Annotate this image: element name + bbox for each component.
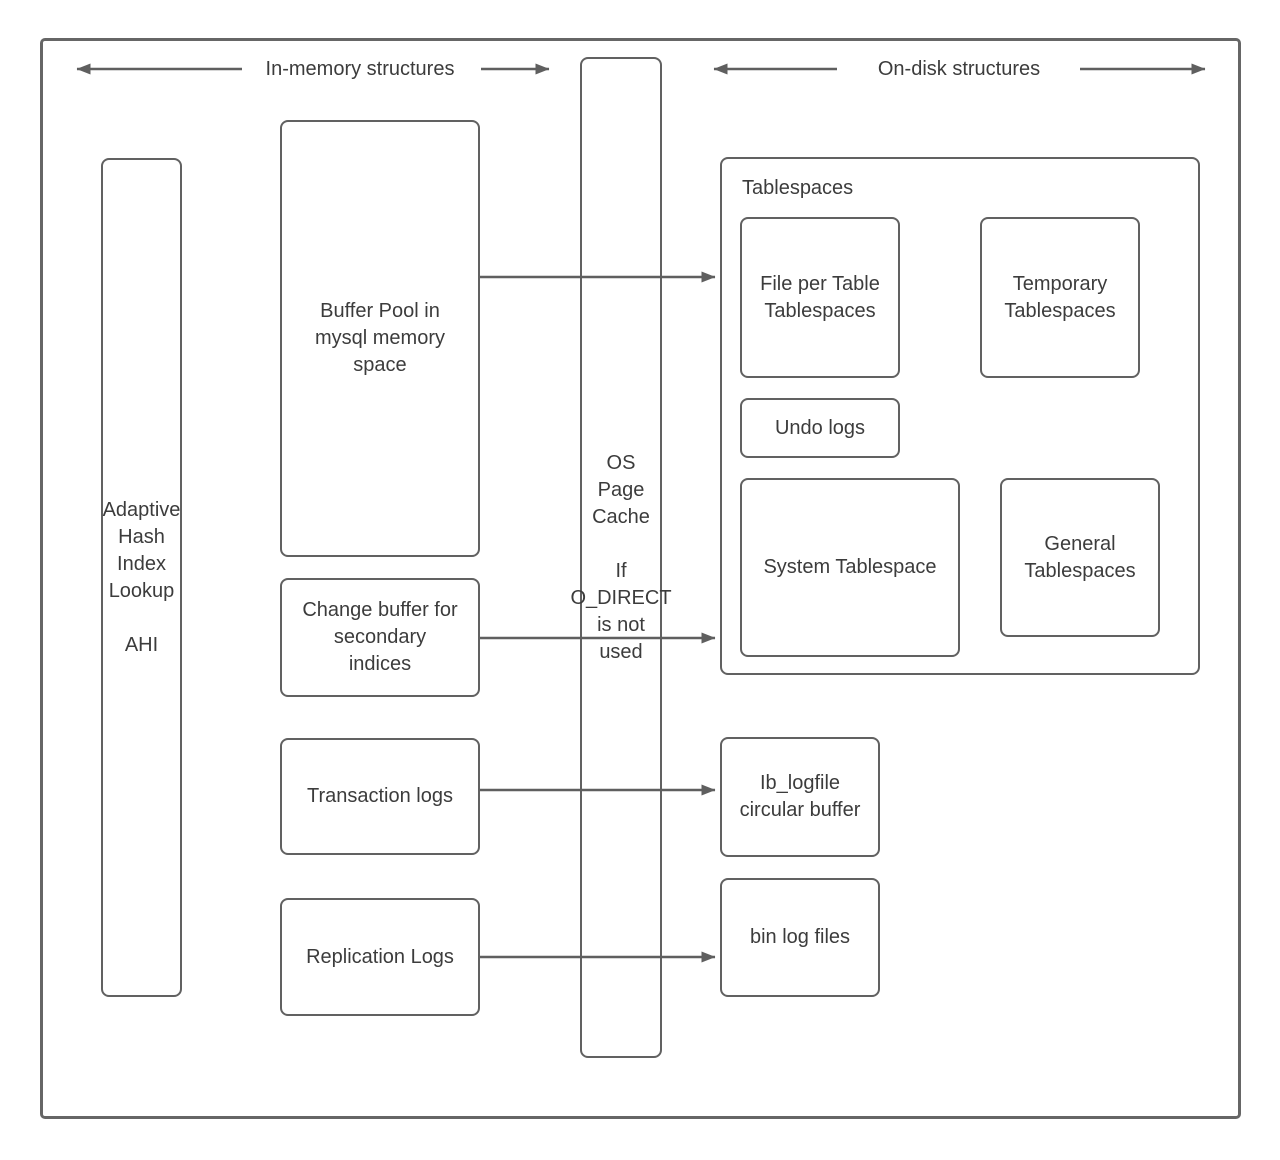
- bin-log-files-label: bin log files: [749, 926, 851, 948]
- replication-logs-label: Replication Logs: [306, 945, 454, 968]
- os-page-cache-box: OS Page Cache If O_DIRECT is not used: [570, 57, 672, 1058]
- undo-logs-label: Undo logs: [774, 416, 866, 439]
- undo-logs-box: Undo logs: [740, 398, 900, 458]
- general-tablespaces-label: General Tablespaces: [1024, 532, 1136, 582]
- tablespaces-title: Tablespaces: [742, 177, 854, 199]
- on-disk-structures-label: On-disk structures: [877, 58, 1041, 80]
- file-per-table-tablespaces-label: File per Table Tablespaces: [760, 272, 880, 322]
- transaction-logs-box: Transaction logs: [280, 738, 480, 855]
- buffer-pool-box: Buffer Pool in mysql memory space: [280, 120, 480, 557]
- bin-log-files-box: bin log files: [720, 878, 880, 997]
- replication-logs-box: Replication Logs: [280, 898, 480, 1016]
- system-tablespace-label: System Tablespace: [763, 556, 937, 578]
- temporary-tablespaces-box: Temporary Tablespaces: [980, 217, 1140, 378]
- change-buffer-box: Change buffer for secondary indices: [280, 578, 480, 697]
- adaptive-hash-index-box: Adaptive Hash Index Lookup AHI: [101, 158, 182, 997]
- file-per-table-tablespaces-box: File per Table Tablespaces: [740, 217, 900, 378]
- change-buffer-label: Change buffer for secondary indices: [302, 599, 458, 675]
- general-tablespaces-box: General Tablespaces: [1000, 478, 1160, 637]
- temporary-tablespaces-label: Temporary Tablespaces: [1004, 272, 1116, 322]
- buffer-pool-label: Buffer Pool in mysql memory space: [314, 300, 445, 376]
- adaptive-hash-index-label: Adaptive Hash Index Lookup AHI: [102, 498, 181, 656]
- os-page-cache-label: OS Page Cache If O_DIRECT is not used: [570, 451, 672, 663]
- ib-logfile-label: Ib_logfile circular buffer: [739, 772, 861, 821]
- ib-logfile-box: Ib_logfile circular buffer: [720, 737, 880, 857]
- system-tablespace-box: System Tablespace: [740, 478, 960, 657]
- transaction-logs-label: Transaction logs: [307, 785, 453, 807]
- in-memory-structures-label: In-memory structures: [265, 58, 455, 80]
